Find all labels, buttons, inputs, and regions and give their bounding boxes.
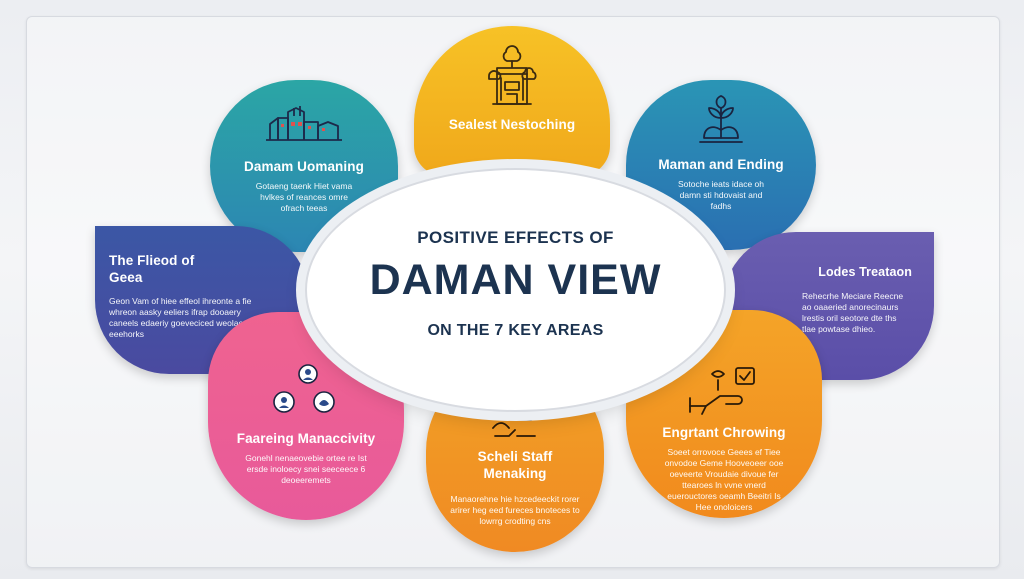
petal-title: Maman and Ending [658,157,784,172]
petal-body: Geon Vam of hiee effeol ihreonte a fie w… [109,296,258,339]
center-ellipse: POSITIVE EFFECTS OF DAMAN VIEW ON THE 7 … [305,168,726,412]
petal-body: Rehecrhe Meciare Reecne ao oaaeried anor… [802,291,904,334]
petal-body: Soeet orrovoce Geees ef Tiee onvodoe Gem… [664,447,784,512]
center-heading-main: DAMAN VIEW [369,256,662,304]
petal-the-flieod-of-geea: The Flieod of Geea Geon Vam of hiee effe… [95,226,310,374]
petal-title: The Flieod of Geea [109,253,195,285]
petal-damam-uomaning: Damam Uomaning Gotaeng taenk Hiet vama h… [210,80,398,252]
petal-body: Manaorehne hie hzcedeeckit rorer arirer … [450,494,580,526]
building-icon [488,45,537,105]
petal-body: Gonehl nenaeovebie ortee re Ist ersde in… [245,453,367,485]
petal-title: Scheli Staff Menaking [477,449,553,481]
petal-title: Lodes Treataon [818,265,912,279]
petal-title: Faareing Manaccivity [236,431,376,446]
handshake-icon [689,367,755,415]
petal-body: Sotoche ieats idace oh damn sti hdovaist… [677,179,764,211]
plant-sprout-icon [699,95,743,143]
petal-title: Damam Uomaning [244,159,364,174]
petal-sealest-nestoching: Sealest Nestoching [414,26,610,176]
petal-body: Gotaeng taenk Hiet vama hvlkes of reance… [255,181,353,213]
petal-title: Engrtant Chrowing [662,425,786,440]
people-icon [273,364,335,413]
center-heading-line1: POSITIVE EFFECTS OF [417,228,614,247]
center-heading-line3: ON THE 7 KEY AREAS [427,322,604,339]
petal-title: Sealest Nestoching [448,117,576,132]
city-skyline-icon [266,106,342,141]
